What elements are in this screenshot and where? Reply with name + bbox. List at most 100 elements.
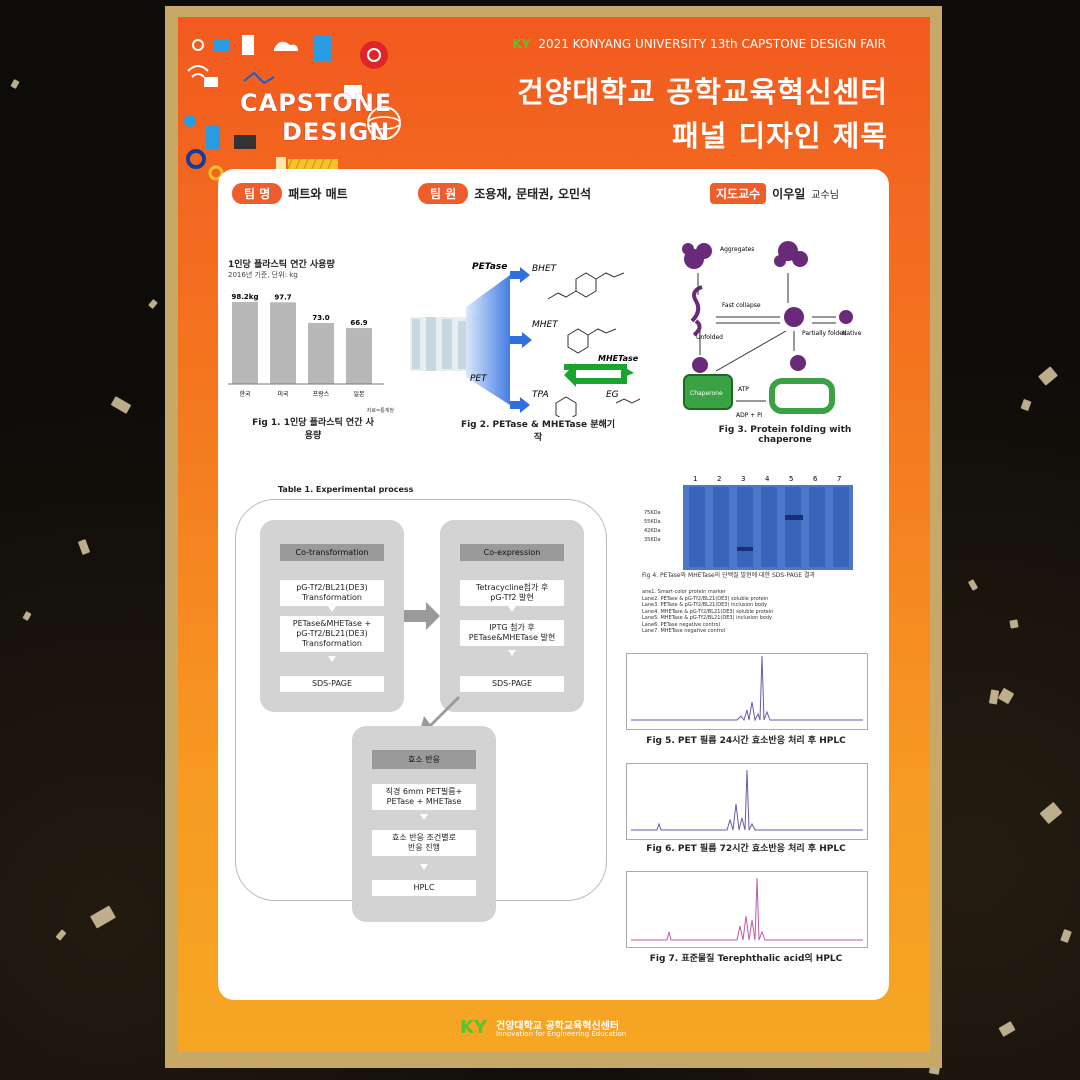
fig3-diagram: Aggregates Unfolded Fast collapse Partia… xyxy=(682,241,862,419)
bar-category-label: 한국 xyxy=(239,391,251,398)
down-arrow-icon xyxy=(328,656,336,662)
marker-label: 55KDa xyxy=(644,519,661,525)
team-tag: 팀 명 xyxy=(232,183,283,204)
group-co-expression: Co-expression Tetracycline첨가 후 pG-Tf2 발현… xyxy=(440,520,584,712)
advisor-row: 지도교수 이우일 교수님 xyxy=(710,183,839,204)
fig3-partially-folded: Partially folded xyxy=(802,330,847,337)
legend-item: Lane7. MHETase negative control xyxy=(642,628,726,634)
footer-subtitle: Innovation for Engineering Education xyxy=(496,1030,627,1038)
fig2-caption: Fig 2. PETase & MHETase 분해기작 xyxy=(460,420,616,443)
fair-title-text: 2021 KONYANG UNIVERSITY 13th CAPSTONE DE… xyxy=(538,37,886,51)
fig5-hplc-chart xyxy=(626,653,868,730)
fig3-unfolded: Unfolded xyxy=(696,334,723,341)
down-arrow-icon xyxy=(420,864,428,870)
fig3-chaperone: Chaperone xyxy=(690,390,723,397)
fig1-caption: Fig 1. 1인당 플라스틱 연간 사용량 xyxy=(252,418,374,441)
bar-value-label: 98.2kg xyxy=(232,293,259,301)
marker-label: 35KDa xyxy=(644,537,661,543)
down-arrow-icon xyxy=(420,814,428,820)
fig3-caption: Fig 3. Protein folding with chaperone xyxy=(718,425,852,445)
step: 직경 6mm PET필름+ PETase + MHETase xyxy=(372,784,476,810)
capstone-logo: CAPSTONE DESIGN xyxy=(184,25,434,185)
marker-label: 75KDa xyxy=(644,510,661,516)
fig4-gel-image xyxy=(683,485,853,570)
group-head: Co-transformation xyxy=(280,544,384,561)
fig6-caption: Fig 6. PET 필름 72시간 효소반응 처리 후 HPLC xyxy=(646,844,846,854)
group-head: Co-expression xyxy=(460,544,564,561)
legend-item: Lane4. MHETase & pG-Tf2/BL21(DE3) solubl… xyxy=(642,608,774,615)
advisor-tag: 지도교수 xyxy=(710,183,767,204)
bar-3 xyxy=(346,328,372,384)
right-arrow-icon xyxy=(404,602,440,630)
group-head: 효소 반응 xyxy=(372,750,476,769)
capstone-icons xyxy=(184,35,401,181)
table1-title: Table 1. Experimental process xyxy=(278,485,414,494)
ky-logo: KY xyxy=(512,37,531,51)
lane-label: 5 xyxy=(789,475,794,483)
poster: CAPSTONE DESIGN KY 2021 KONYANG UNIVERSI… xyxy=(178,17,930,1052)
legend-item: Lane3. PETase & pG-Tf2/BL21(DE3) inclusi… xyxy=(642,602,768,608)
fig5-caption: Fig 5. PET 필름 24시간 효소반응 처리 후 HPLC xyxy=(646,736,846,746)
fig2-bhet-label: BHET xyxy=(532,264,558,274)
fig2-mhet-label: MHET xyxy=(532,320,559,330)
fig3-adp: ADP + Pi xyxy=(736,412,763,419)
table1-flow: Co-transformation pG-Tf2/BL21(DE3) Trans… xyxy=(235,499,607,922)
fig2-petase-label: PETase xyxy=(472,262,507,272)
step: PETase&MHETase + pG-Tf2/BL21(DE3) Transf… xyxy=(280,616,384,652)
fig3-aggregates: Aggregates xyxy=(720,246,754,253)
step: pG-Tf2/BL21(DE3) Transformation xyxy=(280,580,384,606)
step: SDS-PAGE xyxy=(280,676,384,692)
legend-item: Lane2. PETase & pG-Tf2/BL21(DE3) soluble… xyxy=(642,595,769,602)
bar-value-label: 73.0 xyxy=(312,314,329,322)
lane-label: 1 xyxy=(693,475,698,483)
step: IPTG 첨가 후 PETase&MHETase 발현 xyxy=(460,620,564,646)
fig7-hplc-chart xyxy=(626,871,868,948)
group-enzyme-reaction: 효소 반응 직경 6mm PET필름+ PETase + MHETase 효소 … xyxy=(352,726,496,922)
fig1-subtitle: 2016년 기준, 단위: kg xyxy=(228,271,298,279)
down-arrow-icon xyxy=(508,650,516,656)
bar-category-label: 일본 xyxy=(353,390,365,398)
step: HPLC xyxy=(372,880,476,896)
poster-title-line2: 패널 디자인 제목 xyxy=(672,119,888,153)
members: 조용재, 문태권, 오민석 xyxy=(474,187,592,201)
legend-item: Lane5. MHETase & pG-Tf2/BL21(DE3) inclus… xyxy=(642,615,773,621)
lane-label: 6 xyxy=(813,475,818,483)
marker-label: 42KDa xyxy=(644,528,661,534)
confetti-piece xyxy=(1009,619,1019,629)
capstone-design-wordmark: CAPSTONE DESIGN xyxy=(240,89,392,147)
bar-2 xyxy=(308,322,334,384)
bar-category-label: 미국 xyxy=(277,390,289,398)
fair-title: KY 2021 KONYANG UNIVERSITY 13th CAPSTONE… xyxy=(512,37,886,51)
fig3-atp: ATP xyxy=(738,386,749,393)
group-co-transformation: Co-transformation pG-Tf2/BL21(DE3) Trans… xyxy=(260,520,404,712)
fig2-mhetase-label: MHETase xyxy=(598,354,639,363)
legend-item: Lane6. PETase negative control xyxy=(642,621,720,628)
down-arrow-icon xyxy=(508,606,516,612)
team-name: 패트와 매트 xyxy=(288,187,348,201)
advisor-name: 이우일 xyxy=(772,187,806,201)
members-row: 팀 원 조용재, 문태권, 오민석 xyxy=(418,183,591,204)
fig3-fast-collapse: Fast collapse xyxy=(722,302,761,309)
fig7-caption: Fig 7. 표준물질 Terephthalic acid의 HPLC xyxy=(649,954,843,964)
fig4-caption: Fig 4. PETase와 MHETase의 단백질 발현에 대한 SDS-P… xyxy=(642,572,816,579)
fig3-native: Native xyxy=(842,330,862,337)
members-tag: 팀 원 xyxy=(418,183,469,204)
down-arrow-icon xyxy=(328,606,336,612)
advisor-suffix: 교수님 xyxy=(811,190,839,201)
bar-category-label: 프랑스 xyxy=(313,391,330,398)
fig2-tpa-label: TPA xyxy=(532,390,549,400)
step: Tetracycline첨가 후 pG-Tf2 발현 xyxy=(460,580,564,606)
fig2-diagram: PETase BHET MHET TPA EG PET MHETase xyxy=(410,262,641,417)
bar-value-label: 97.7 xyxy=(274,293,291,301)
footer-name: 건양대학교 공학교육혁신센터 xyxy=(496,1021,620,1032)
fig1-title: 1인당 플라스틱 연간 사용량 xyxy=(228,260,335,270)
bar-0 xyxy=(232,301,258,384)
fig2-pet-label: PET xyxy=(470,374,488,384)
design-word: DESIGN xyxy=(282,118,391,146)
fig1-chart: 1인당 플라스틱 연간 사용량 2016년 기준, 단위: kg 98.2kg 한… xyxy=(228,257,394,414)
step: SDS-PAGE xyxy=(460,676,564,692)
bar-1 xyxy=(270,302,296,384)
fig1-source: 자료=통계청 xyxy=(366,408,394,414)
